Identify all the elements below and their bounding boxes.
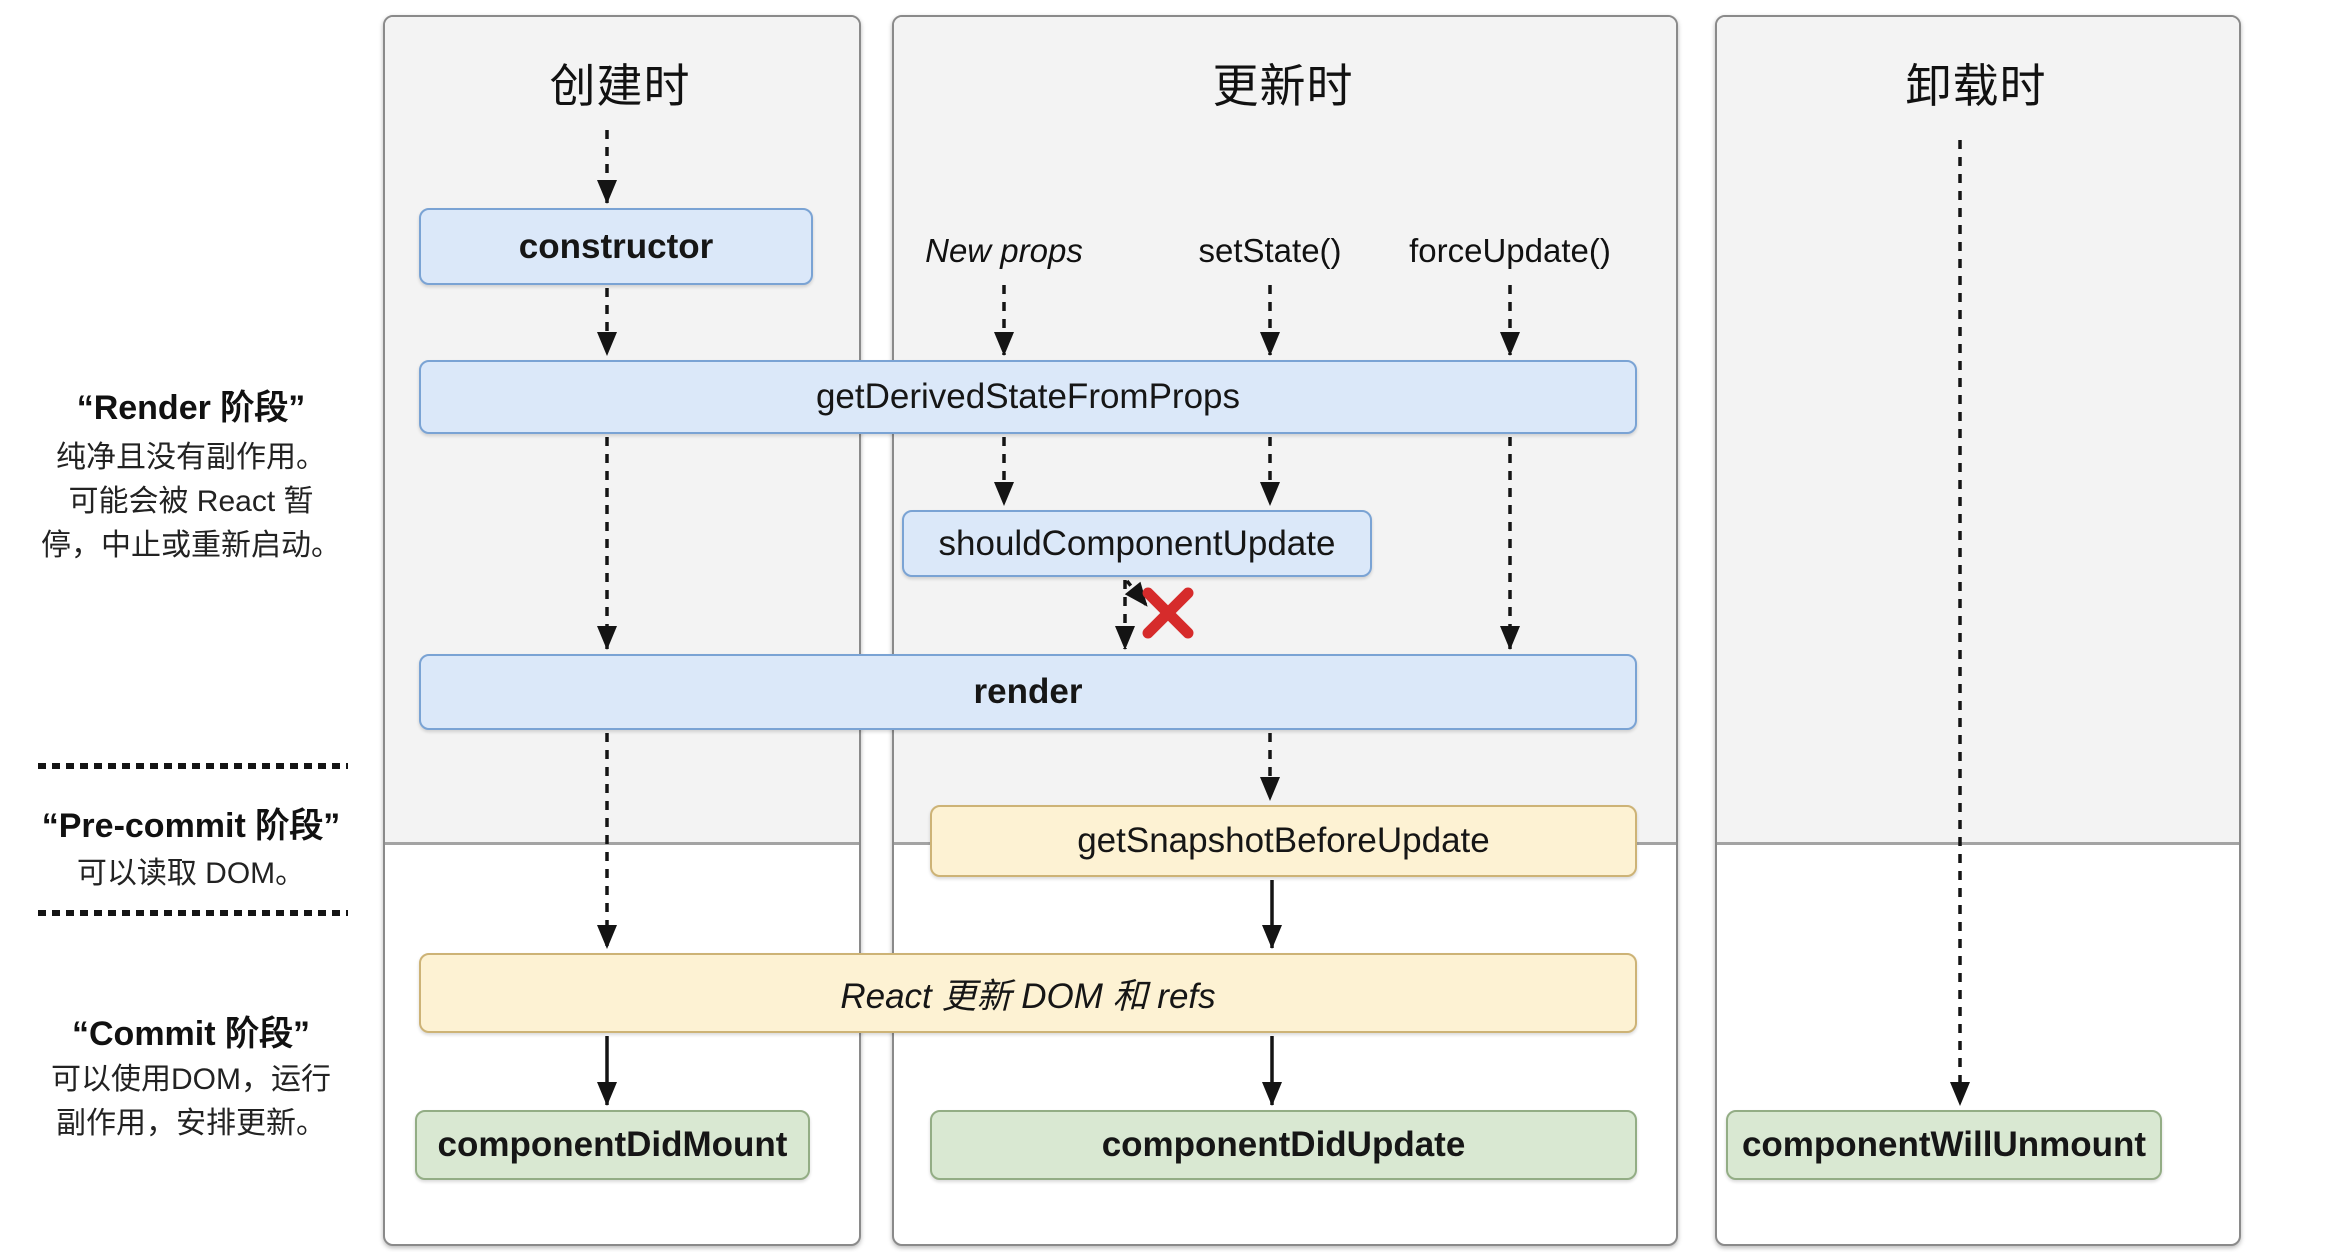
node-constructor: constructor	[419, 208, 813, 285]
node-render: render	[419, 654, 1637, 730]
column-unmounting	[1715, 15, 2241, 1246]
reject-x-icon	[1142, 587, 1194, 639]
precommit-phase-description: 可以读取 DOM。	[76, 857, 306, 890]
node-get-derived-state-from-props: getDerivedStateFromProps	[419, 360, 1637, 434]
render-phase-description: 纯净且没有副作用。 可能会被 React 暂 停，中止或重新启动。	[41, 441, 341, 562]
precommit-phase-title: “Pre-commit 阶段”	[41, 807, 341, 845]
node-component-did-mount: componentDidMount	[415, 1110, 810, 1180]
node-react-updates-dom: React 更新 DOM 和 refs	[419, 953, 1637, 1033]
render-phase-title: “Render 阶段”	[76, 389, 306, 427]
column-title-unmounting: 卸载时	[1905, 60, 2047, 112]
column-title-updating: 更新时	[1212, 60, 1354, 112]
node-component-did-update: componentDidUpdate	[930, 1110, 1637, 1180]
commit-phase-description: 可以使用DOM，运行 副作用，安排更新。	[51, 1063, 331, 1140]
dotted-separator	[38, 910, 348, 916]
node-should-component-update: shouldComponentUpdate	[902, 510, 1372, 577]
node-get-snapshot-before-update: getSnapshotBeforeUpdate	[930, 805, 1637, 877]
commit-phase-title: “Commit 阶段”	[72, 1015, 310, 1053]
trigger-force-update: forceUpdate()	[1409, 232, 1611, 269]
dotted-separator	[38, 763, 348, 769]
phase-sidebar: “Render 阶段” 纯净且没有副作用。 可能会被 React 暂 停，中止或…	[26, 0, 356, 1252]
trigger-new-props: New props	[925, 232, 1083, 269]
arrow-shouldupdate-false-branch	[1124, 579, 1149, 608]
column-title-mounting: 创建时	[549, 60, 691, 112]
trigger-set-state: setState()	[1198, 232, 1342, 269]
render-phase-background	[1717, 17, 2239, 845]
node-component-will-unmount: componentWillUnmount	[1726, 1110, 2162, 1180]
